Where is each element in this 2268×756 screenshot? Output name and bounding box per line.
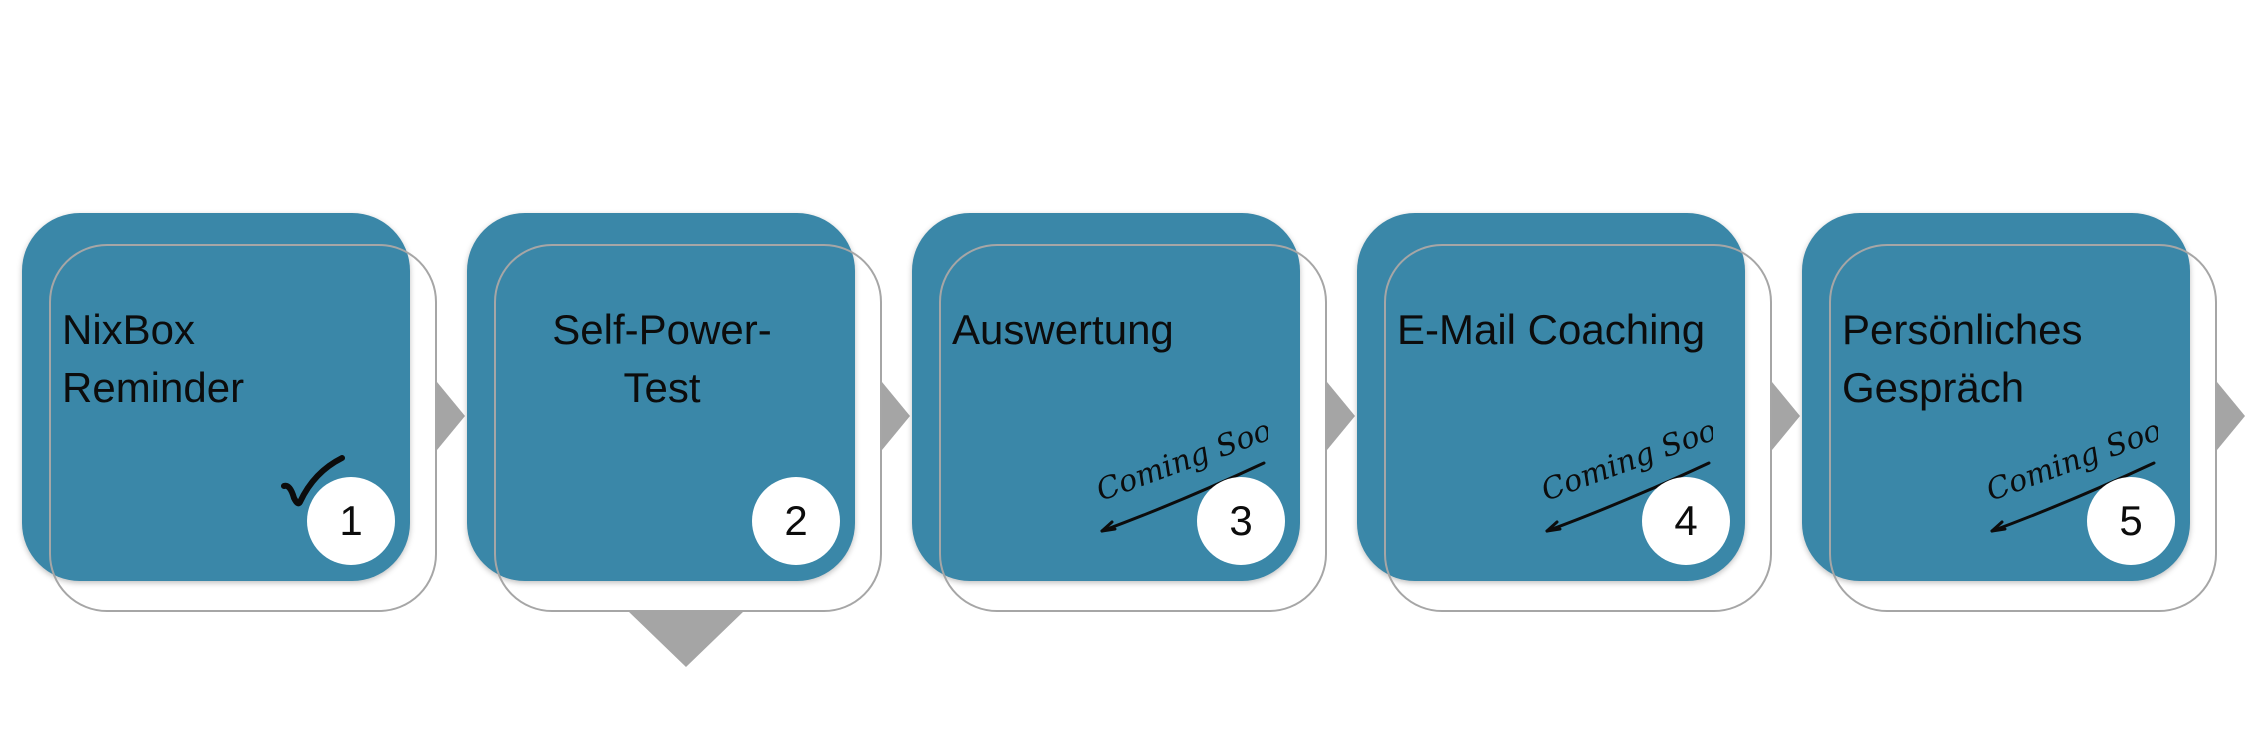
step-title: Self-Power- Test <box>552 306 772 411</box>
step-number-badge: 1 <box>307 477 395 565</box>
step-2: Self-Power- Test 2 <box>467 213 891 613</box>
step-card-outline <box>494 244 882 612</box>
step-title: NixBox Reminder <box>62 306 245 411</box>
step-card-outline <box>1829 244 2217 612</box>
arrow-right-icon <box>2217 382 2245 450</box>
step-1: NixBox Reminder 1 <box>22 213 446 613</box>
step-number-badge: 2 <box>752 477 840 565</box>
step-title: E-Mail Coaching <box>1397 306 1706 353</box>
step-number-badge: 5 <box>2087 477 2175 565</box>
step-number-badge: 3 <box>1197 477 1285 565</box>
checkmark-icon <box>281 455 345 507</box>
arrow-down-icon <box>628 611 744 667</box>
step-card-outline <box>1384 244 1772 612</box>
arrow-right-icon <box>882 382 910 450</box>
arrow-right-icon <box>437 382 465 450</box>
step-4: E-Mail Coaching Coming Soon! 4 <box>1357 213 1781 613</box>
step-title: Auswertung <box>952 306 1174 353</box>
step-number-badge: 4 <box>1642 477 1730 565</box>
step-title: Persönliches Gespräch <box>1842 306 2083 411</box>
step-card-outline <box>49 244 437 612</box>
step-5: Persönliches Gespräch Coming Soon! 5 <box>1802 213 2226 613</box>
arrow-right-icon <box>1327 382 1355 450</box>
arrow-right-icon <box>1772 382 1800 450</box>
step-3: Auswertung Coming Soon! 3 <box>912 213 1336 613</box>
step-card-outline <box>939 244 1327 612</box>
